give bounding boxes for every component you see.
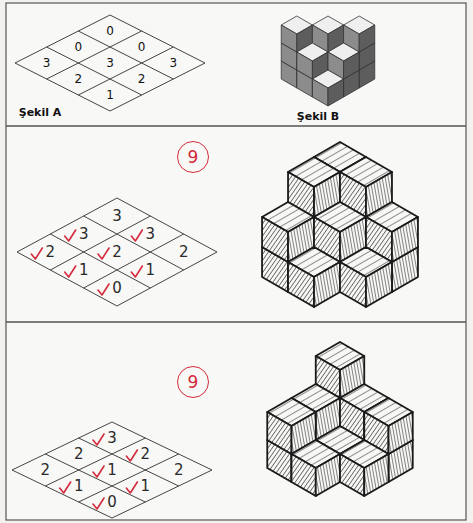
grid-line (110, 63, 205, 111)
cube-face (344, 52, 360, 79)
isometric-grid (17, 198, 217, 306)
cube-face (292, 454, 316, 496)
cube-drawing (262, 142, 418, 307)
cube-face (340, 262, 366, 307)
grid-number: 1 (79, 263, 89, 278)
figure-caption: Şekil A (19, 107, 62, 118)
grid-number: 2 (74, 447, 84, 462)
check-mark (93, 434, 104, 445)
check-mark (126, 450, 137, 461)
cube-face (297, 52, 313, 79)
grid-line (117, 252, 217, 306)
grid-number: 3 (107, 431, 117, 446)
score-circle: 9 (177, 141, 209, 173)
cube-face (366, 262, 392, 307)
grid-line (110, 15, 205, 63)
grid-number: 3 (79, 227, 89, 242)
grid-line (84, 234, 184, 288)
check-mark (65, 230, 76, 241)
grid-number: 2 (141, 447, 151, 462)
cube-face (316, 454, 340, 496)
grid-number: 1 (106, 89, 114, 101)
grid-line (117, 198, 217, 252)
grid-line (79, 438, 179, 486)
grid-number: 0 (138, 41, 146, 53)
grid-number: 1 (141, 479, 151, 494)
grid-line (84, 216, 184, 270)
isometric-grid (12, 422, 212, 518)
check-mark (98, 248, 109, 259)
grid-line (112, 470, 212, 518)
cube-face (364, 454, 388, 496)
grid-number: 2 (174, 463, 184, 478)
isometric-grid (15, 15, 205, 111)
section-divider (6, 321, 466, 322)
grid-number: 2 (138, 73, 146, 85)
grid-number: 2 (46, 245, 56, 260)
cube-face (340, 454, 364, 496)
cube-face (262, 217, 288, 262)
grid-line (78, 47, 173, 95)
check-mark (31, 248, 42, 259)
check-mark (93, 498, 104, 509)
figure-caption: Şekil B (297, 111, 339, 122)
page-frame (6, 3, 466, 520)
check-mark (98, 284, 109, 295)
grid-line (78, 31, 173, 79)
grid-line (17, 252, 117, 306)
grid-number: 1 (146, 263, 156, 278)
grid-number: 1 (107, 463, 117, 478)
grid-number: 3 (170, 57, 178, 69)
grid-number: 2 (112, 245, 122, 260)
grid-line (47, 47, 142, 95)
cube-face (314, 262, 340, 307)
cube-face (388, 412, 412, 454)
grid-number: 3 (112, 209, 122, 224)
grid-number: 1 (74, 479, 84, 494)
grid-number: 3 (106, 57, 114, 69)
check-mark (60, 482, 71, 493)
grid-number: 3 (146, 227, 156, 242)
score-number: 9 (188, 149, 199, 166)
grid-number: 3 (43, 57, 51, 69)
grid-number: 2 (75, 73, 83, 85)
grid-number: 0 (112, 281, 122, 296)
cube-drawing (267, 342, 412, 496)
grid-line (79, 454, 179, 502)
check-mark (93, 466, 104, 477)
check-mark (126, 482, 137, 493)
grid-number: 0 (75, 41, 83, 53)
score-number: 9 (188, 374, 199, 391)
grid-line (17, 198, 117, 252)
cube-face (359, 25, 375, 52)
grid-line (112, 422, 212, 470)
grid-number: 2 (179, 245, 189, 260)
check-mark (65, 266, 76, 277)
cube-face (328, 79, 344, 106)
check-mark (131, 266, 142, 277)
score-circle: 9 (177, 366, 209, 398)
cube-face (392, 217, 418, 262)
cube-face (312, 79, 328, 106)
grid-line (15, 15, 110, 63)
section-divider (6, 125, 466, 126)
grid-line (15, 63, 110, 111)
grid-line (47, 31, 142, 79)
grid-number: 0 (107, 495, 117, 510)
cube-face (288, 262, 314, 307)
cube-drawing (281, 16, 375, 106)
grid-line (50, 216, 150, 270)
grid-number: 0 (106, 25, 114, 37)
cube-face (281, 25, 297, 52)
grid-number: 2 (41, 463, 51, 478)
grid-line (12, 422, 112, 470)
cube-face (267, 412, 291, 454)
grid-line (50, 234, 150, 288)
check-mark (131, 230, 142, 241)
grid-line (45, 438, 145, 486)
